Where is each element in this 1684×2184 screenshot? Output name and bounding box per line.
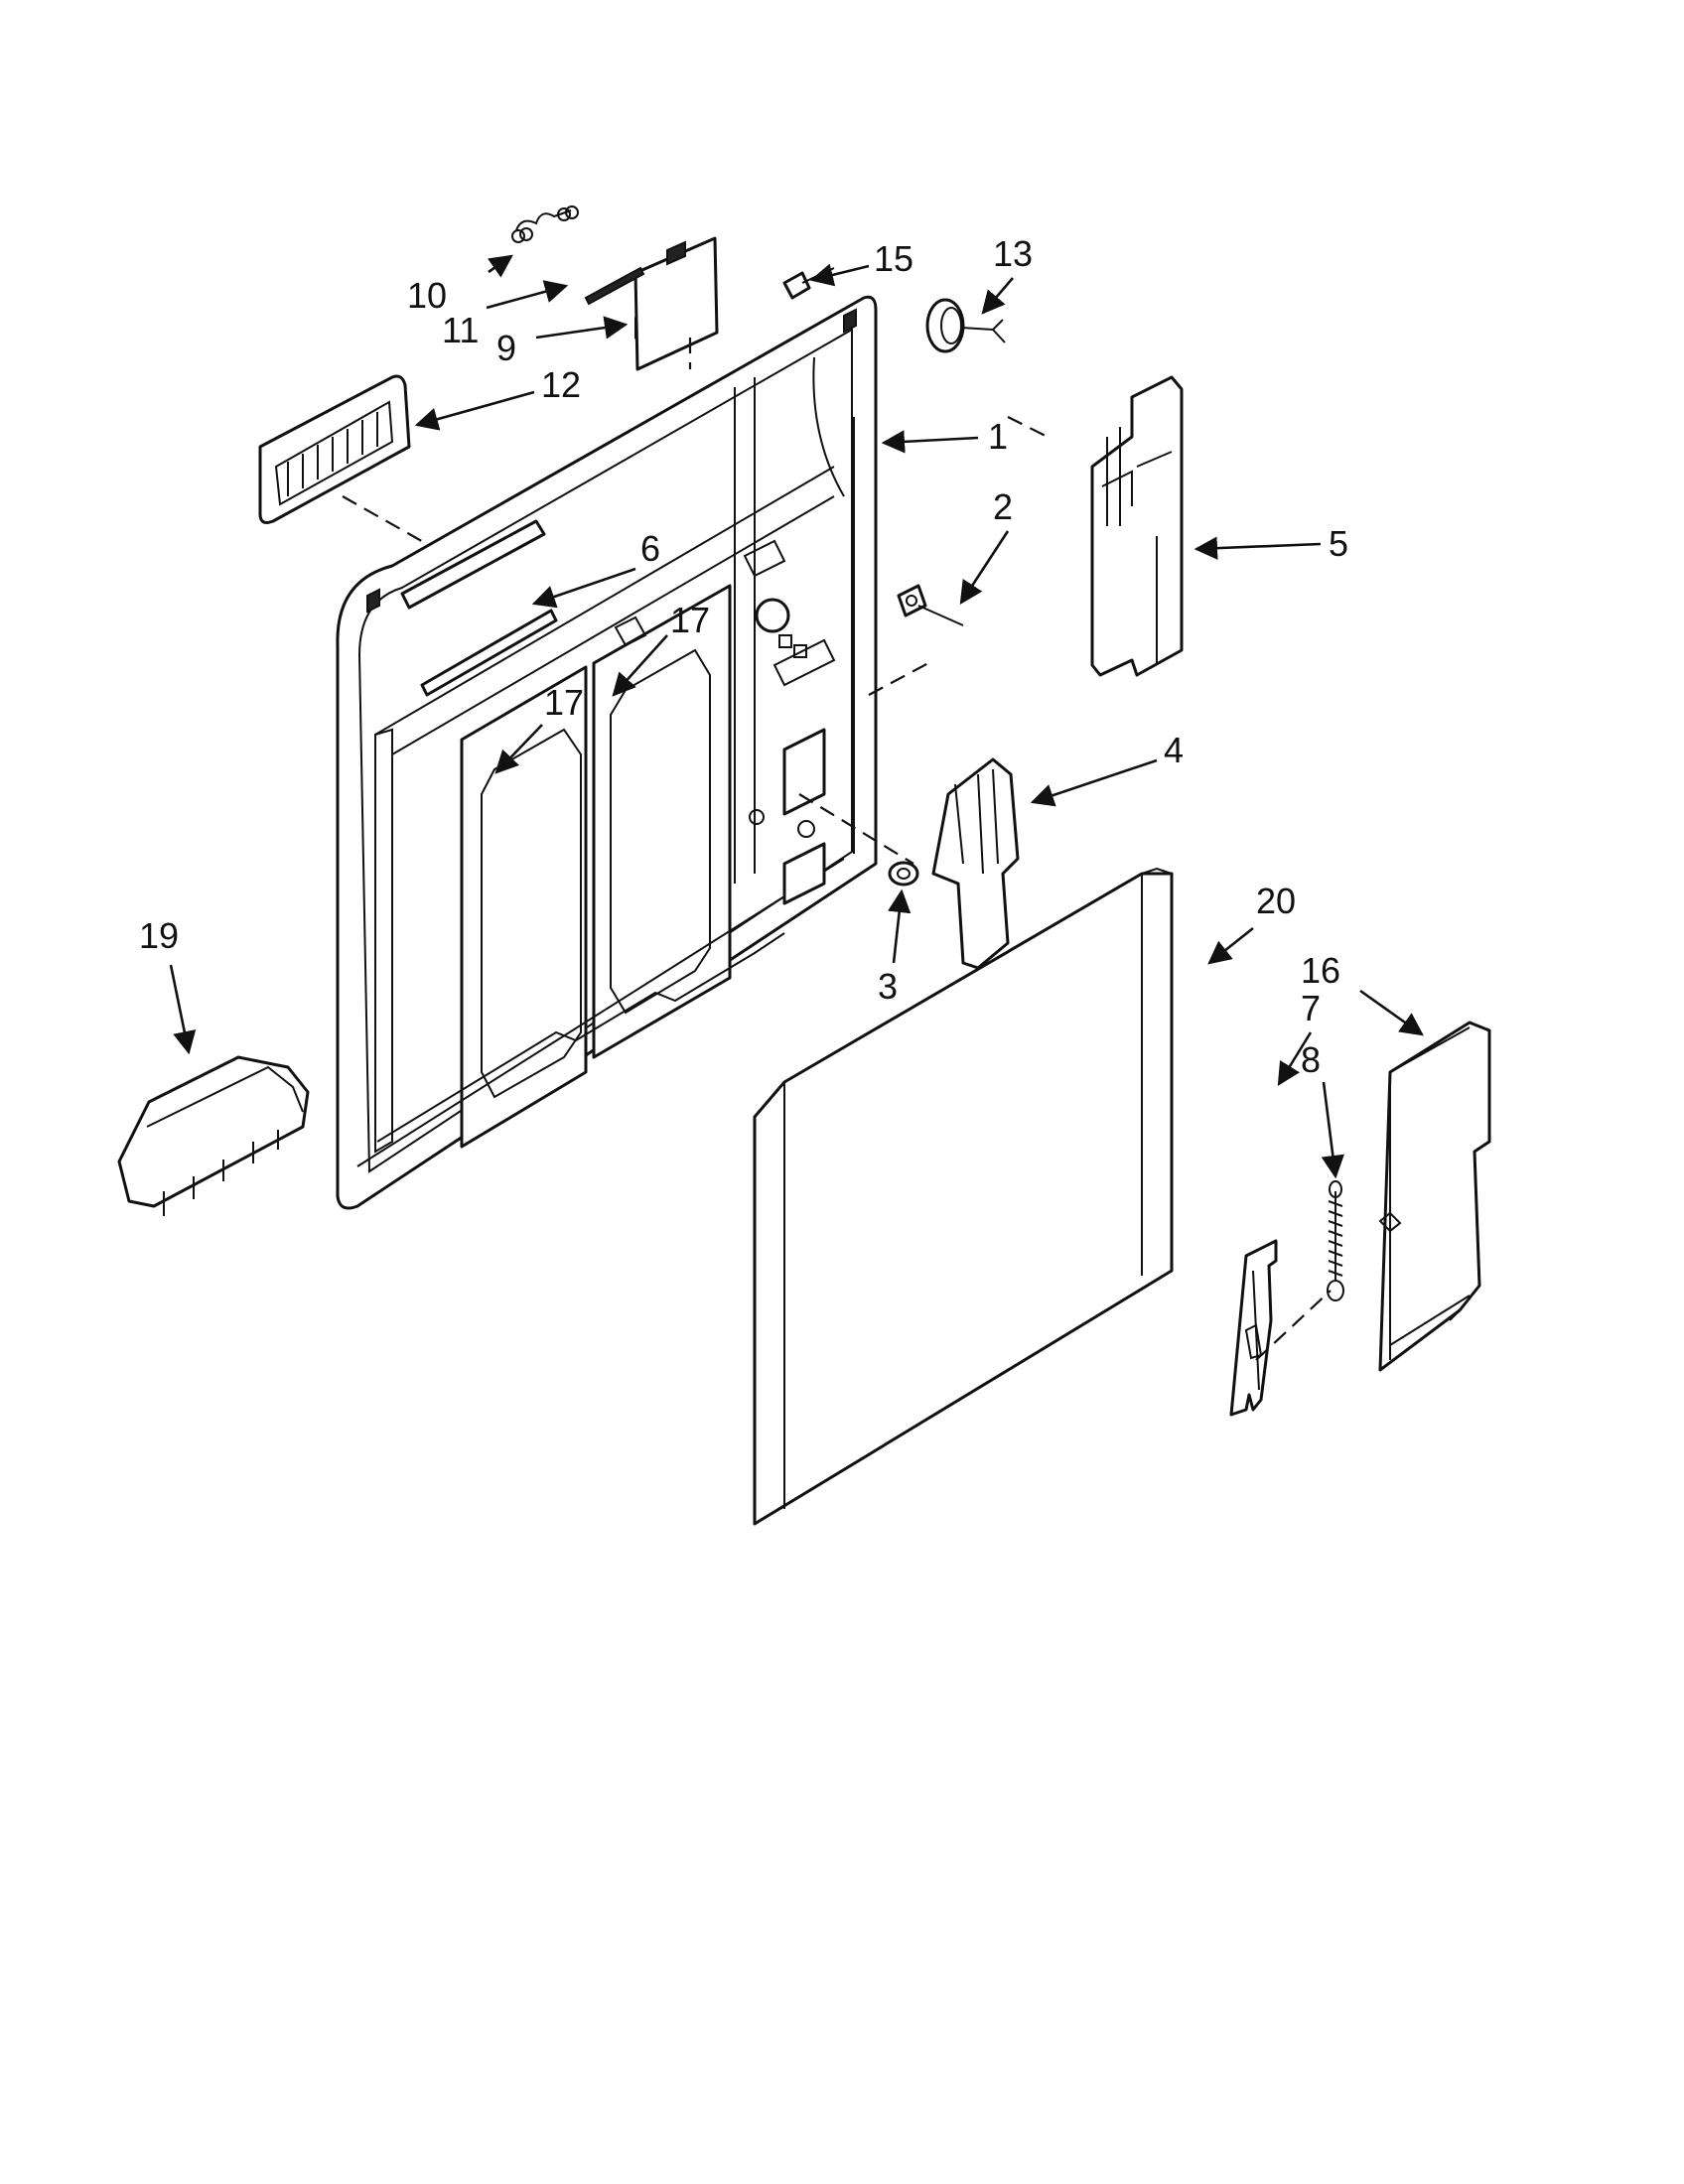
vent-cover (633, 236, 719, 371)
hinge-arm (1229, 1239, 1278, 1417)
callout-8: 8 (1301, 1039, 1321, 1080)
hinge-spring (1327, 1180, 1344, 1301)
callout-7: 7 (1301, 988, 1321, 1028)
callout-1: 1 (988, 416, 1008, 457)
callout-17-right: 17 (670, 600, 710, 640)
inner-door-frame (336, 295, 878, 1210)
latch-slide (931, 757, 1020, 970)
assembly-lines (342, 338, 1332, 1361)
spring-pin (584, 266, 645, 306)
callout-16: 16 (1301, 950, 1340, 991)
torsion-spring (511, 205, 579, 243)
outer-door-panel (753, 867, 1174, 1526)
callout-2: 2 (993, 486, 1013, 527)
callout-4: 4 (1164, 730, 1184, 770)
callout-15: 15 (874, 238, 913, 279)
latch-catch (897, 584, 964, 626)
callout-20: 20 (1256, 881, 1296, 921)
callout-6: 6 (640, 528, 660, 569)
callout-labels: 10 11 9 12 15 13 1 2 5 6 17 17 4 20 19 1… (139, 233, 1348, 1080)
vent-grille (258, 374, 411, 524)
callout-19: 19 (139, 915, 179, 956)
callout-12: 12 (541, 364, 581, 405)
callout-11: 11 (442, 310, 479, 350)
screw (782, 267, 835, 300)
side-panel (1378, 1021, 1491, 1372)
end-cap (117, 1055, 310, 1216)
callout-9: 9 (496, 328, 516, 368)
latch-housing (1090, 375, 1184, 677)
roller (888, 861, 919, 887)
callout-10: 10 (407, 275, 447, 316)
knob (925, 298, 1006, 353)
callout-3: 3 (878, 966, 898, 1007)
leader-lines (169, 254, 1424, 1179)
callout-17-left: 17 (544, 682, 584, 723)
callout-5: 5 (1329, 523, 1348, 564)
callout-13: 13 (993, 233, 1033, 274)
